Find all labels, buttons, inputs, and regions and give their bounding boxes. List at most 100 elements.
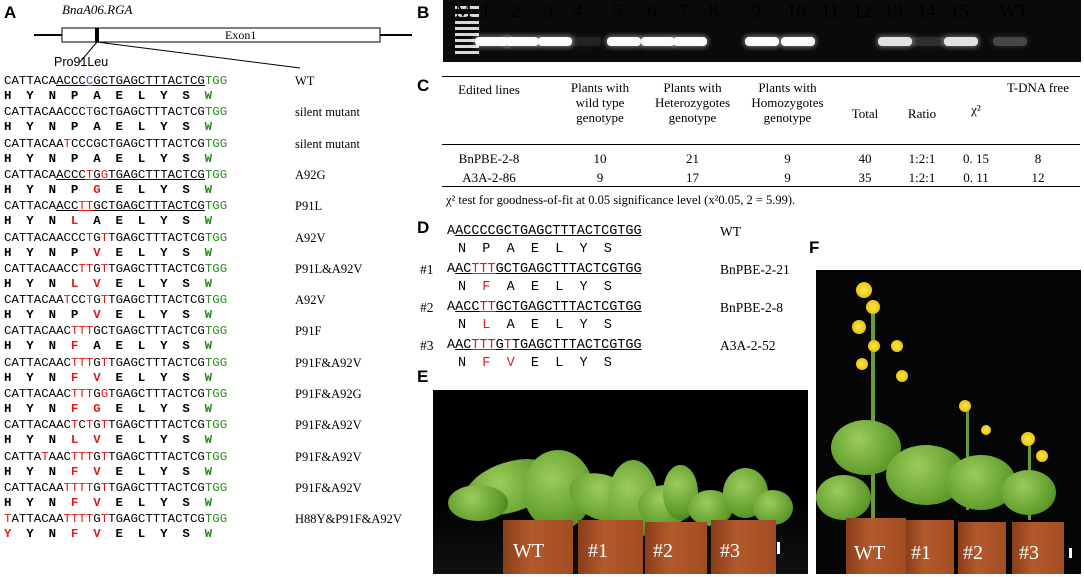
gel-band xyxy=(567,37,601,46)
alignment-label: A92G xyxy=(295,167,326,182)
gel-lane-label: 10 xyxy=(787,1,806,22)
gel-band xyxy=(538,37,572,46)
table-cell: 21 xyxy=(686,151,699,166)
gel-lane-label: 8 xyxy=(709,1,719,22)
edited-line-name: BnPBE-2-21 xyxy=(720,262,790,277)
gel-band xyxy=(878,37,912,46)
gel-lane-label: 14 xyxy=(917,1,936,22)
alignment-label: A92V xyxy=(295,293,326,308)
gel-lane-label: 7 xyxy=(679,1,689,22)
alignment-label: silent mutant xyxy=(295,136,360,151)
gel-band xyxy=(911,37,945,46)
alignment-seq: CATTACAACCCTGTTGAGCTTTACTCGTGG xyxy=(4,230,228,245)
table-cell: 8 xyxy=(1034,151,1042,166)
alignment-label: P91F&A92G xyxy=(295,387,362,401)
gel-lane-label: 1 xyxy=(481,1,491,22)
edited-line-name: BnPBE-2-8 xyxy=(720,300,784,315)
gel-band xyxy=(673,37,707,46)
alignment-label: P91L xyxy=(295,199,323,214)
pot-label: #3 xyxy=(720,540,740,562)
table-cell: 9 xyxy=(784,170,791,185)
gel-lane-label: 15 xyxy=(950,1,969,22)
pot-label: WT xyxy=(513,540,545,562)
edited-line-id: #2 xyxy=(420,300,434,315)
panel-label-a: A xyxy=(4,3,17,22)
gel-lane-label: 6 xyxy=(647,1,657,22)
table-cell: 1:2:1 xyxy=(908,151,936,166)
table-cell: 9 xyxy=(784,151,791,166)
ladder-band xyxy=(455,14,479,17)
gel-band xyxy=(993,37,1027,46)
pot-label: WT xyxy=(854,542,886,564)
gel-lane-label: 5 xyxy=(613,1,623,22)
table-cell: 9 xyxy=(596,170,604,185)
alignment-label: P91F&A92V xyxy=(295,449,362,464)
alignment-label: H88Y&P91F&A92V xyxy=(295,512,402,527)
alignment-label: P91F xyxy=(295,324,322,339)
table-cell: 12 xyxy=(1031,170,1045,185)
panel-label-d: D xyxy=(417,218,430,237)
edited-seq: AACCCCGCTGAGCTTTACTCGTGG xyxy=(447,224,642,239)
panel-label-f: F xyxy=(809,238,820,257)
table-cell: 10 xyxy=(593,151,607,166)
alignment-seq: CATTACAACTTTGTTGAGCTTTACTCGTGG xyxy=(4,355,228,370)
gel-band xyxy=(505,37,539,46)
table-header-cell: Plants with Heterozygotes genotype xyxy=(654,80,731,125)
gel-lane-label: 4 xyxy=(573,1,583,22)
gel-lane-label: 11 xyxy=(821,1,840,22)
gel-band xyxy=(475,37,509,46)
edited-line-name: A3A-2-52 xyxy=(720,338,776,353)
ladder-band xyxy=(455,6,479,9)
table-cell: BnPBE-2-8 xyxy=(458,151,520,166)
gene-structure-diagram xyxy=(34,27,412,69)
gel-lane-label: 9 xyxy=(751,1,761,22)
pot-label: #3 xyxy=(1019,542,1039,564)
edited-line-id: #1 xyxy=(420,262,434,277)
table-cell: 1:2:1 xyxy=(908,170,936,185)
alignment-seq: TATTACAATTTTGTTGAGCTTTACTCGTGG xyxy=(4,512,228,527)
gene-name: BnaA06.RGA xyxy=(62,2,133,17)
alignment-label: silent mutant xyxy=(295,105,360,120)
table-cell: 17 xyxy=(686,170,699,185)
alignment-seq: CATTACAACCCTGGTGAGCTTTACTCGTGG xyxy=(4,167,228,182)
pot-label: #2 xyxy=(963,542,983,564)
table-cell: 35 xyxy=(858,170,872,185)
panel-a-sequence-alignment: BnaA06.RGA Exon1 Pro91Leu CATTACAACCCCGC… xyxy=(0,0,440,577)
table-mid-rule xyxy=(442,144,1080,145)
alignment-label: WT xyxy=(295,74,315,88)
table-cell: A3A-2-86 xyxy=(462,170,516,185)
alignment-label: A92V xyxy=(295,230,326,245)
ladder-band xyxy=(455,21,479,24)
gel-lane-label: 3 xyxy=(544,1,554,22)
alignment-seq: CATTACAACCCCGCTGAGCTTTACTCGTGG xyxy=(4,74,228,88)
alignment-label: P91L&A92V xyxy=(295,261,363,276)
mutation-label: Pro91Leu xyxy=(54,55,109,69)
table-header-cell: Plants with Homozygotes genotype xyxy=(751,80,824,125)
table-top-rule xyxy=(442,76,1080,77)
table-header-cell: Total xyxy=(851,106,879,121)
table-cell: 40 xyxy=(858,151,872,166)
pot-label: #1 xyxy=(588,540,608,562)
table-header-cell: Edited lines xyxy=(458,82,520,97)
gel-band xyxy=(745,37,779,46)
edited-line-name: WT xyxy=(720,224,741,239)
edited-seq: AACTTTGCTGAGCTTTACTCGTGG xyxy=(447,262,642,277)
table-cell: 0. 15 xyxy=(963,151,989,166)
edited-line-id: #3 xyxy=(420,338,434,353)
ladder-band xyxy=(455,51,479,54)
